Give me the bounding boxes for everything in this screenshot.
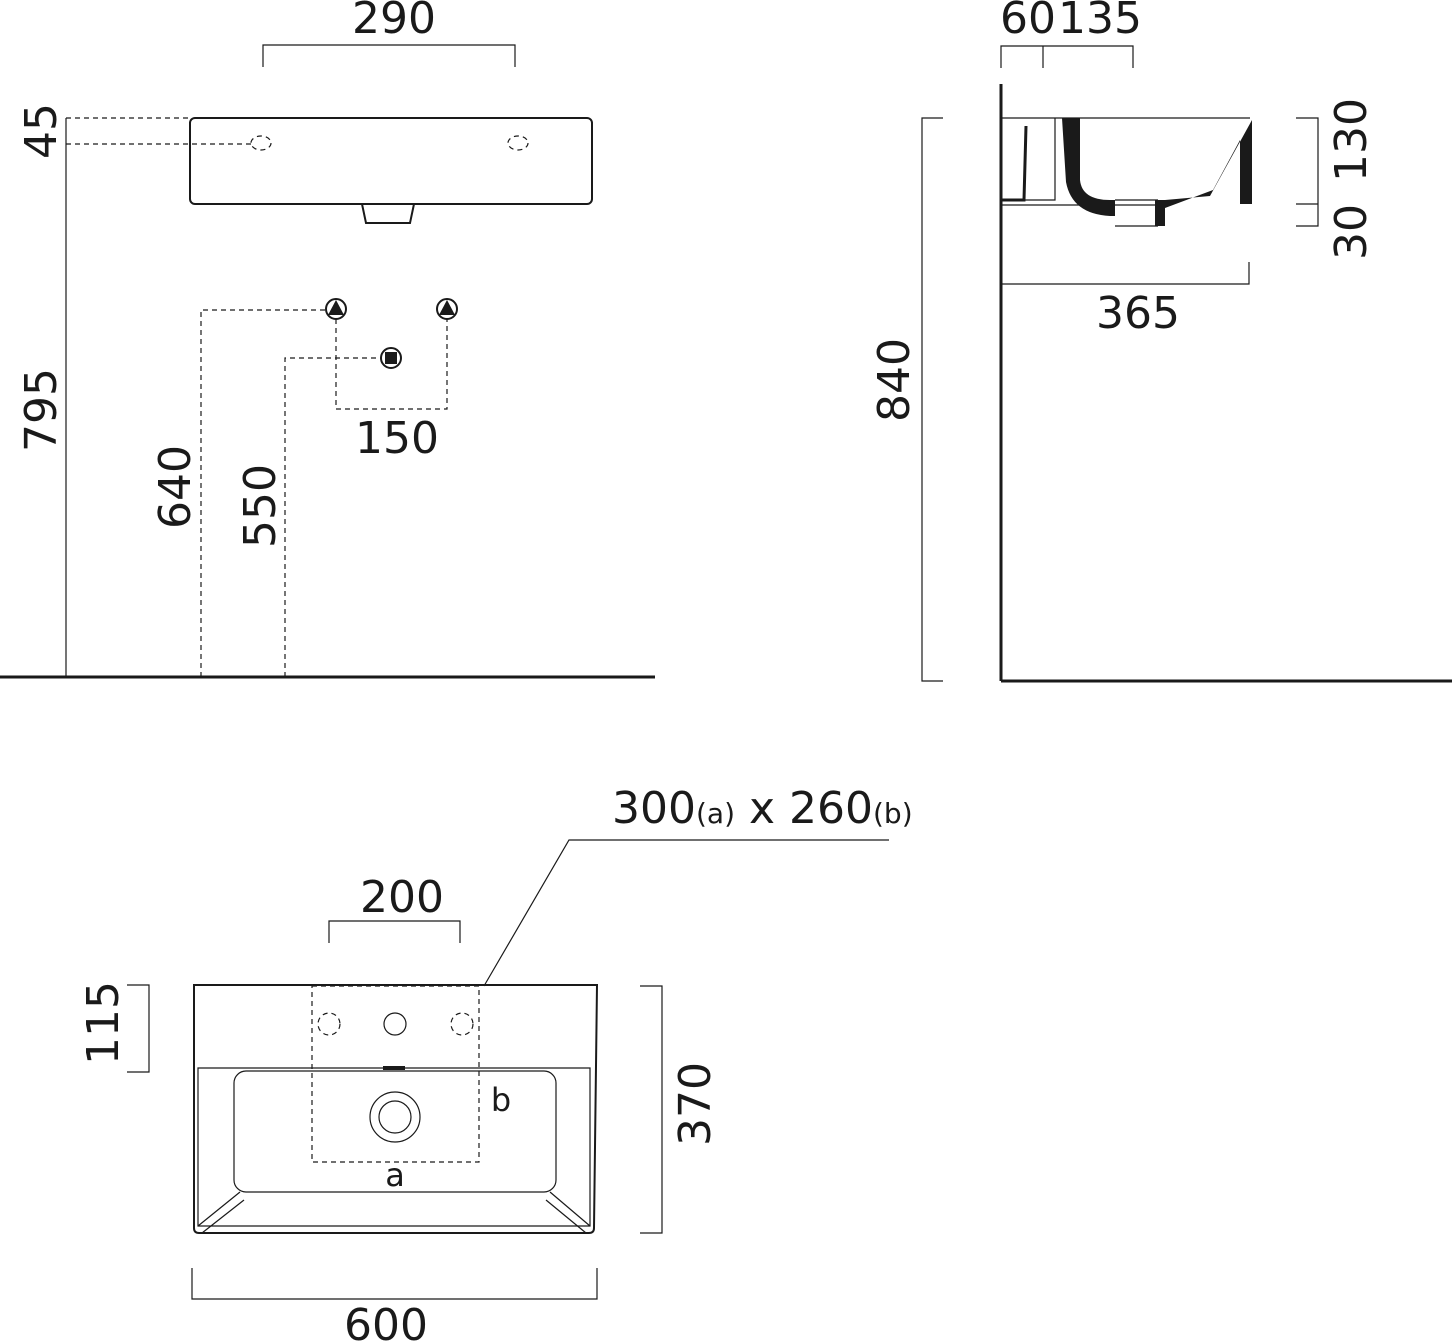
dim-line-60-135 [1000, 45, 1134, 68]
dim-label-60: 60 [1000, 0, 1056, 44]
dim-line-200 [328, 920, 461, 943]
dim-label-115: 115 [78, 981, 129, 1065]
dim-label-135: 135 [1058, 0, 1142, 44]
cutout-label-b: b [491, 1081, 511, 1119]
dim-line-640 [200, 309, 326, 677]
dim-label-30: 30 [1326, 204, 1377, 260]
dim-label-840: 840 [869, 338, 920, 422]
dim-label-370: 370 [670, 1062, 721, 1146]
dim-label-45: 45 [16, 103, 67, 159]
dim-label-130: 130 [1326, 98, 1377, 182]
basin-top-outline [193, 984, 599, 1234]
dim-line-550 [284, 357, 381, 677]
tap-hole-left-top [317, 1012, 341, 1036]
dim-label-150: 150 [355, 413, 439, 464]
tap-hole-right-top [450, 1012, 474, 1036]
dim-label-640: 640 [150, 445, 201, 529]
dim-label-550: 550 [235, 464, 286, 548]
dim-line-130 [1296, 117, 1319, 227]
front-view: 290 45 795 640 550 150 [0, 0, 655, 679]
cutout-size-label: 300(a) x 260(b) [612, 783, 913, 834]
overflow-slot [383, 1066, 405, 1070]
dim-line-370 [640, 985, 663, 1234]
dim-label-365: 365 [1096, 288, 1180, 339]
basin-bowl [233, 1070, 557, 1193]
dim-line-290 [262, 44, 516, 67]
leader-line-cutout [483, 839, 889, 987]
cabinet-cutout-area [311, 985, 480, 1163]
dim-label-600: 600 [344, 1300, 428, 1343]
dim-line-600 [191, 1268, 598, 1300]
top-view: b a 300(a) x 260(b) 200 115 370 600 [78, 783, 913, 1343]
basin-front-outline [189, 117, 593, 205]
dim-line-840 [921, 117, 943, 682]
side-view: 60 135 130 30 365 840 [869, 0, 1452, 683]
drain-icon [369, 1091, 421, 1143]
tap-hole-right [507, 135, 529, 151]
dim-label-795: 795 [16, 368, 67, 452]
dim-line-115 [127, 984, 150, 1073]
hot-water-supply-icon [325, 298, 347, 320]
tap-hole-left [250, 135, 272, 151]
cutout-label-a: a [385, 1156, 405, 1194]
cold-water-supply-icon [436, 298, 458, 320]
drain-outlet [361, 203, 415, 224]
dim-label-290: 290 [352, 0, 436, 44]
waste-outlet-icon [380, 347, 402, 369]
dim-label-200: 200 [360, 872, 444, 923]
basin-section [999, 117, 1252, 227]
dim-line-365 [1000, 262, 1250, 285]
tap-hole-center-top [383, 1012, 407, 1036]
dim-line-150 [335, 319, 448, 410]
